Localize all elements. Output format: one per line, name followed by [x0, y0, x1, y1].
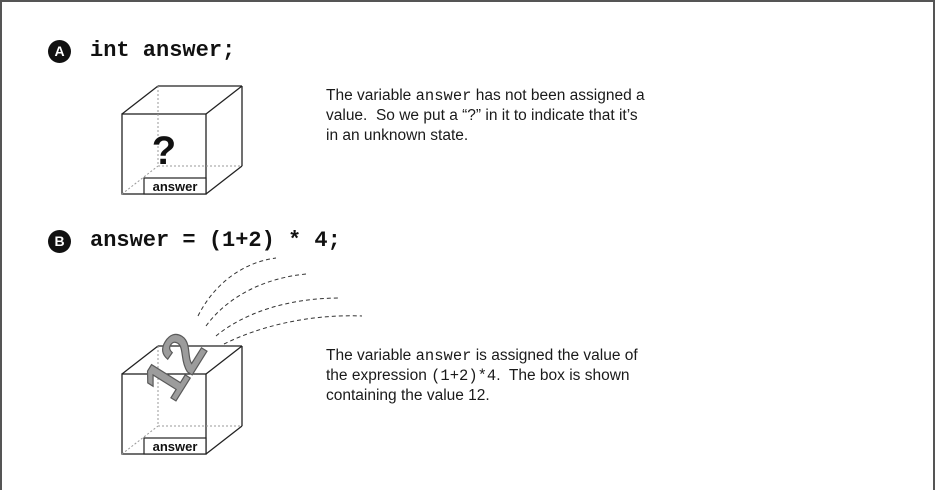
unknown-value-mark: ?: [152, 129, 176, 173]
step-b-caption: The variable answer is assigned the valu…: [326, 346, 638, 406]
step-a-badge: A: [48, 40, 71, 63]
step-b-badge: B: [48, 230, 71, 253]
step-b-code: answer = (1+2) * 4;: [90, 228, 341, 253]
step-b-caption-line3: containing the value 12.: [326, 387, 490, 404]
variable-box-assigned: 12 answer: [121, 321, 243, 455]
box-label-answer-b: answer: [153, 439, 198, 454]
step-a-caption-line2: value. So we put a “?” in it to indicate…: [326, 107, 638, 124]
variable-box-unassigned: ? answer: [121, 85, 243, 195]
step-a-caption-line3: in an unknown state.: [326, 127, 469, 144]
step-b-caption-line1: The variable answer is assigned the valu…: [326, 347, 638, 365]
step-b-caption-line2: the expression (1+2)*4. The box is shown: [326, 367, 630, 385]
step-a-caption: The variable answer has not been assigne…: [326, 86, 645, 146]
assignment-motion-lines: [197, 257, 363, 345]
step-a-caption-line1: The variable answer has not been assigne…: [326, 87, 645, 105]
step-a-code: int answer;: [90, 38, 236, 63]
box-label-answer-a: answer: [153, 179, 198, 194]
